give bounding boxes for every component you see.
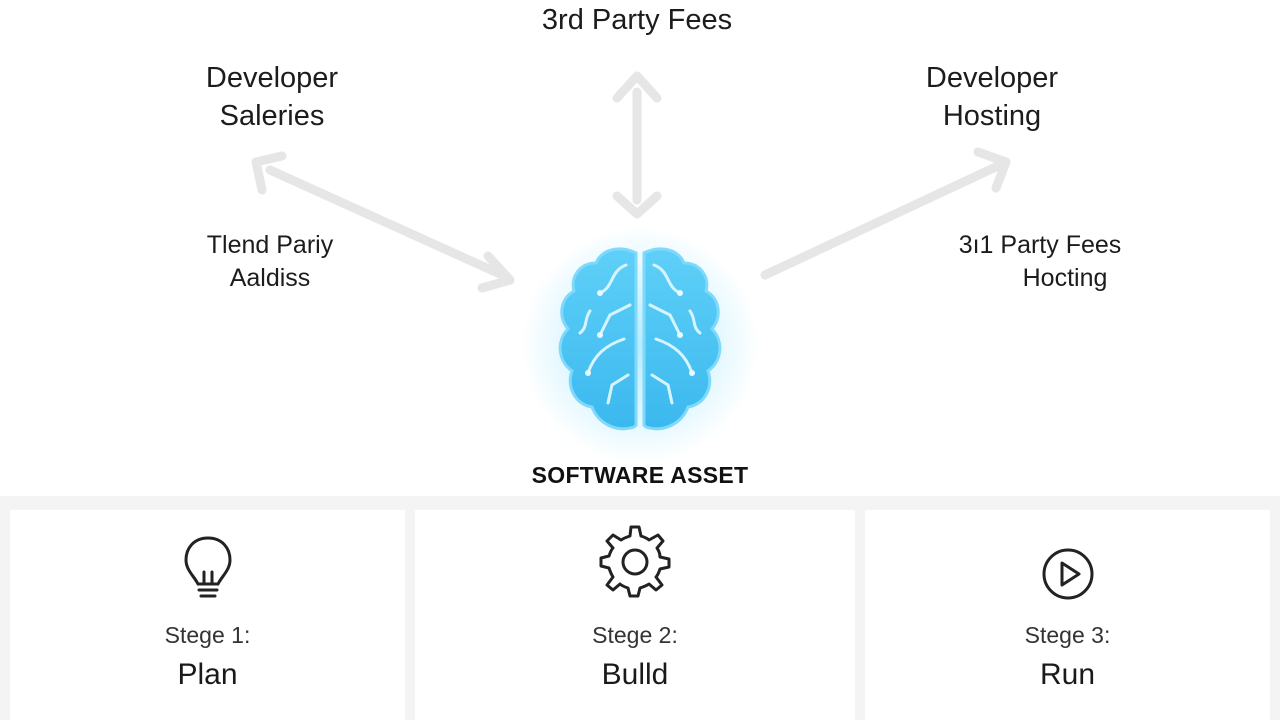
- vertical-arrow-head-down: [612, 191, 662, 219]
- vertical-arrow-head-up: [612, 71, 662, 103]
- gear-icon: [599, 525, 671, 598]
- lightbulb-icon: [183, 536, 232, 598]
- brain-icon: [558, 247, 722, 431]
- play-circle-icon: [1042, 548, 1093, 600]
- left-arrow: [265, 165, 505, 279]
- stage-name: Bulld: [601, 658, 669, 691]
- right-top-label: Developer Hosting: [925, 62, 1059, 132]
- left-arrow-head-bottom: [477, 251, 515, 293]
- left-top-label: Developer Saleries: [205, 62, 339, 132]
- left-arrow-head-top: [251, 151, 287, 195]
- stage-number: Stege 1:: [164, 622, 251, 648]
- stage-card-build: Stege 2: Bulld: [415, 510, 855, 720]
- right-arrow-head: [973, 147, 1011, 193]
- right-mid-label: 3ı1 Party Fees Hocting: [958, 231, 1122, 292]
- stage-number: Stege 3:: [1024, 622, 1111, 648]
- flow-arrows: [251, 71, 1011, 293]
- left-mid-label: Tlend Pariy Aaldiss: [206, 231, 334, 292]
- stage-name: Plan: [177, 658, 238, 691]
- stage-card-run: Stege 3: Run: [865, 510, 1270, 720]
- stage-card-plan: Stege 1: Plan: [10, 510, 405, 720]
- stage-number: Stege 2:: [592, 622, 678, 648]
- right-arrow: [760, 160, 1005, 280]
- stage-name: Run: [1039, 658, 1096, 691]
- top-label: 3rd Party Fees: [541, 4, 733, 36]
- software-asset-node: [520, 225, 760, 465]
- software-asset-label: SOFTWARE ASSET: [531, 462, 749, 488]
- stages-panel: Stege 1: Plan Stege 2: Bulld Stege 3: Ru…: [0, 496, 1280, 720]
